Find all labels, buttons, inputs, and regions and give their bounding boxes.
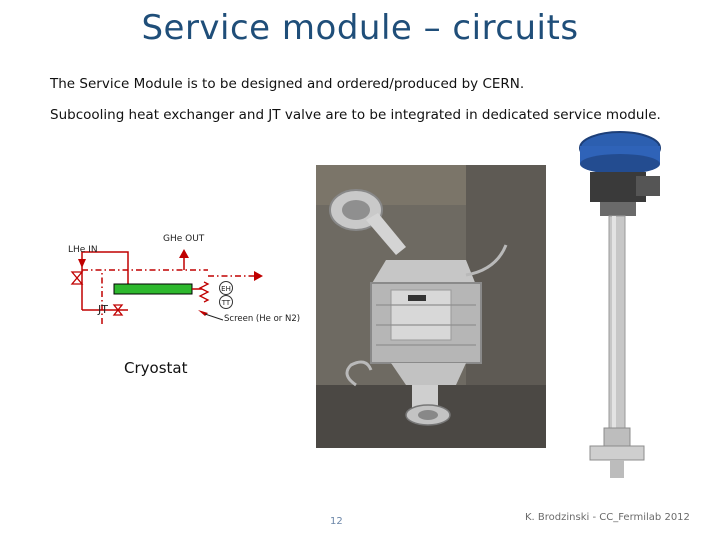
lhe-valve-icon [70, 271, 84, 285]
screen-label: Screen (He or N2) [224, 314, 301, 324]
cryogenic-circuit-diagram: EH TT [70, 249, 263, 324]
tt-label: TT [221, 299, 231, 307]
lhe-in-label: LHe IN [68, 245, 98, 255]
text-line-2: Subcooling heat exchanger and JT valve a… [50, 107, 661, 123]
heat-exchanger-photo [316, 165, 546, 448]
screen-pointer-arrow [198, 310, 208, 316]
lhe-arrow [78, 259, 86, 268]
jt-valve-icon [112, 304, 124, 316]
heater-coil [198, 281, 210, 303]
text-line-1: The Service Module is to be designed and… [50, 76, 525, 92]
eh-label: EH [221, 285, 231, 293]
boundary-line [82, 269, 208, 324]
page-number: 12 [330, 516, 343, 527]
jt-label: JT [98, 303, 108, 316]
screen-arrow [254, 271, 263, 281]
ghe-arrow [179, 249, 189, 258]
eh-circle [219, 281, 233, 295]
cryostat-label: Cryostat [124, 359, 188, 377]
footer-credit: K. Brodzinski - CC_Fermilab 2012 [525, 512, 690, 523]
slide-title: Service module – circuits [141, 8, 579, 48]
ghe-out-label: GHe OUT [163, 234, 205, 244]
heat-exchanger [113, 283, 193, 295]
tt-circle [219, 295, 233, 309]
jt-valve-photo [566, 128, 676, 484]
